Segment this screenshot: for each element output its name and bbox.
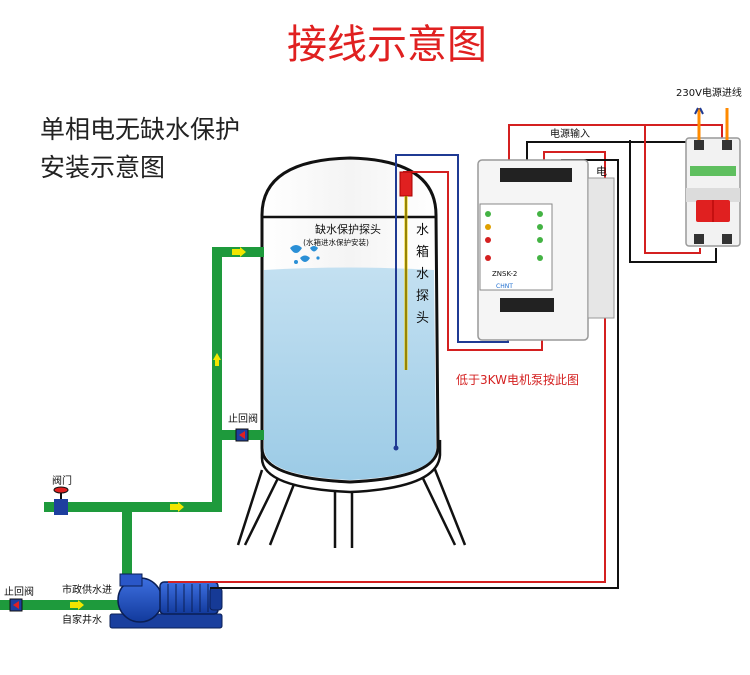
tank-probe-char: 水 (416, 223, 429, 238)
pump-outlet (119, 573, 143, 587)
tank-probe-char: 探 (416, 289, 429, 304)
tank-leg-right (416, 461, 467, 546)
water-pipes (0, 247, 264, 610)
flow-arrow-icon (232, 247, 246, 257)
probe-sublabel: (水箱进水保护安装) (303, 237, 369, 247)
water-level-controller: ZNSK-2 CHNT (477, 159, 615, 341)
power-230-label: 230V电源进线 (676, 86, 742, 99)
flow-arrow-icon (213, 353, 221, 366)
wire-red-output (168, 151, 606, 583)
probe-label: 缺水保护探头 (315, 222, 381, 236)
flow-arrow-icon (170, 502, 184, 512)
power-output-char: 电 (596, 165, 607, 178)
pump-motor (159, 581, 219, 615)
tank-water (264, 267, 436, 480)
circuit-breaker (685, 107, 741, 247)
gate-valve-icon (53, 486, 69, 515)
subtitle-line2: 安装示意图 (40, 153, 165, 182)
controller-indicators (485, 211, 543, 261)
power-input-label: 电源输入 (550, 127, 590, 140)
check-valve-upper-label: 止回阀 (228, 412, 258, 425)
controller-bottom-terminals (500, 298, 554, 312)
check-valve-lower-label: 止回阀 (4, 585, 34, 598)
municipal-water-label: 市政供水进 (62, 583, 112, 596)
tank-probe-char: 头 (416, 311, 429, 326)
well-water-label: 自家井水 (62, 613, 102, 626)
wire-red-breaker-link (644, 126, 701, 254)
tank-leg-left (236, 469, 300, 546)
low-power-note: 低于3KW电机泵按此图 (456, 373, 579, 387)
water-splash-icon (290, 245, 320, 264)
check-valve-upper-icon (235, 428, 249, 442)
tank-probe (393, 171, 413, 451)
controller-model: ZNSK-2 (492, 270, 517, 278)
wire-black-breaker-return (629, 140, 717, 263)
water-pump (109, 573, 223, 629)
wires (168, 124, 723, 589)
flow-arrow-icon (70, 600, 84, 610)
flow-arrows (70, 247, 246, 610)
controller-top-terminals (500, 168, 572, 182)
pipe-vertical-main (212, 247, 222, 512)
valve-label: 阀门 (52, 474, 72, 487)
wire-red-power-in (508, 124, 723, 172)
pipe-municipal-inlet (0, 600, 122, 610)
tank-probe-char: 箱 (416, 244, 429, 260)
pipe-horizontal-mid (44, 502, 222, 512)
tank-probe-label: 水 箱 水 探 头 (416, 223, 429, 326)
pipe-down-to-pump (122, 502, 132, 582)
water-tank (236, 156, 467, 548)
check-valve-lower-icon (9, 598, 23, 612)
page-title: 接线示意图 (287, 22, 487, 68)
controller-brand: CHNT (496, 283, 513, 290)
tank-probe-char: 水 (416, 267, 429, 282)
subtitle-line1: 单相电无缺水保护 (40, 115, 240, 144)
